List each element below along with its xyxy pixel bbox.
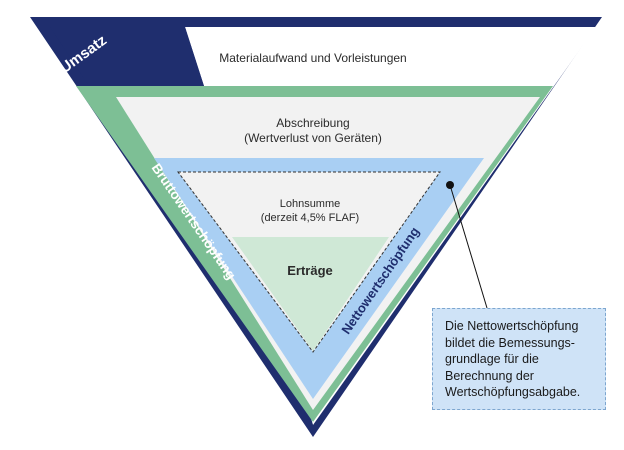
callout-line: Berechnung der bbox=[445, 368, 534, 383]
lohnsumme-label: Lohnsumme bbox=[280, 198, 341, 210]
abschreibung-detail: (Wertverlust von Geräten) bbox=[244, 131, 382, 145]
ertraege-layer bbox=[232, 237, 389, 351]
callout-line: bildet die Bemessungs- bbox=[445, 335, 575, 350]
callout-line: Wertschöpfungsabgabe. bbox=[445, 385, 581, 399]
callout-line: grundlage für die bbox=[445, 352, 539, 366]
callout-connector bbox=[449, 184, 488, 309]
abschreibung-label: Abschreibung bbox=[276, 116, 349, 130]
callout-box: Die Nettowertschöpfung bildet die Bemess… bbox=[432, 308, 606, 410]
material-label: Materialaufwand und Vorleistungen bbox=[219, 51, 406, 65]
callout-line: Die Nettowertschöpfung bbox=[445, 319, 579, 333]
ertraege-label: Erträge bbox=[287, 263, 333, 278]
lohnsumme-detail: (derzeit 4,5% FLAF) bbox=[261, 212, 359, 224]
